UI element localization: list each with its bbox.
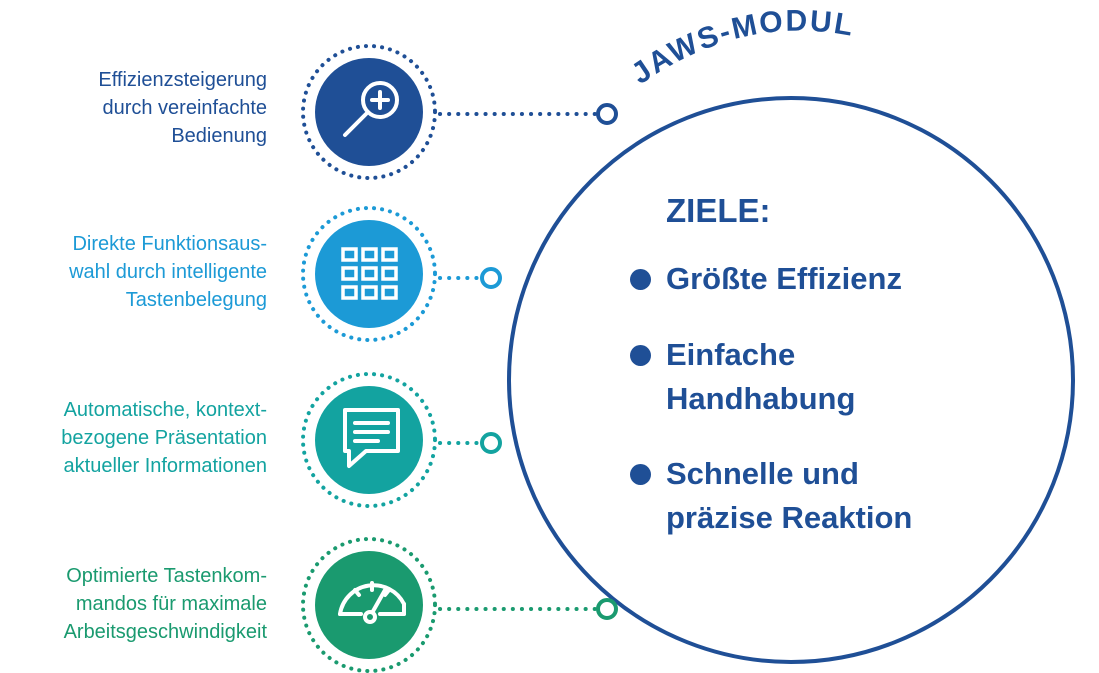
- feature-2-text: Direkte Funktionsaus- wahl durch intelli…: [0, 230, 267, 314]
- feature-4-dotted-ring: [301, 537, 437, 673]
- goal-3-bullet: [630, 464, 651, 485]
- keypad-grid-icon: [341, 247, 398, 300]
- feature-4: [301, 537, 618, 673]
- speech-bubble-icon: [343, 408, 400, 468]
- feature-2-line-3: Tastenbelegung: [125, 289, 267, 311]
- goal-3-line-2: präzise Reaktion: [666, 500, 913, 535]
- feature-4-text: Optimierte Tastenkom- mandos für maximal…: [0, 562, 267, 646]
- feature-1: [301, 44, 618, 180]
- feature-3-node: [480, 432, 502, 454]
- goal-2-line-1: Einfache: [666, 337, 796, 372]
- feature-3-line-1: Automatische, kontext-: [63, 399, 267, 421]
- feature-3-line-2: bezogene Präsentation: [61, 427, 267, 449]
- feature-2-node: [480, 267, 502, 289]
- feature-2-line-1: Direkte Funktionsaus-: [72, 233, 267, 255]
- feature-3-line-3: aktueller Informationen: [63, 455, 267, 477]
- feature-1-line-2: durch vereinfachte: [102, 97, 267, 119]
- feature-4-line-3: Arbeitsgeschwindigkeit: [63, 621, 267, 643]
- feature-2-dotted-ring: [301, 206, 437, 342]
- main-circle: [507, 96, 1075, 664]
- feature-3-text: Automatische, kontext- bezogene Präsenta…: [0, 396, 267, 480]
- goal-3: Schnelle und präzise Reaktion: [666, 452, 912, 540]
- goal-2-line-2: Handhabung: [666, 381, 856, 416]
- feature-4-node: [596, 598, 618, 620]
- goal-2: Einfache Handhabung: [666, 333, 855, 421]
- feature-3-dotted-ring: [301, 372, 437, 508]
- feature-2-disc: [315, 220, 423, 328]
- feature-1-dotted-ring: [301, 44, 437, 180]
- feature-2: [301, 206, 502, 342]
- feature-1-node: [596, 103, 618, 125]
- feature-1-text: Effizienzsteigerung durch vereinfachte B…: [0, 66, 267, 150]
- feature-4-disc: [315, 551, 423, 659]
- feature-4-line-1: Optimierte Tastenkom-: [66, 565, 267, 587]
- feature-3: [301, 372, 502, 508]
- goal-1-bullet: [630, 269, 651, 290]
- goal-3-line-1: Schnelle und: [666, 456, 859, 491]
- goal-1: Größte Effizienz: [666, 257, 902, 301]
- goal-2-bullet: [630, 345, 651, 366]
- goal-1-line-1: Größte Effizienz: [666, 261, 902, 296]
- feature-4-line-2: mandos für maximale: [75, 593, 267, 615]
- speedometer-icon: [338, 581, 406, 624]
- feature-1-line-3: Bedienung: [171, 125, 267, 147]
- goals-title: ZIELE:: [666, 192, 771, 229]
- feature-2-line-2: wahl durch intelligente: [69, 261, 267, 283]
- module-title: JAWS-MODUL: [626, 5, 858, 91]
- feature-1-line-1: Effizienzsteigerung: [98, 69, 267, 91]
- magnifier-plus-icon: [343, 81, 399, 137]
